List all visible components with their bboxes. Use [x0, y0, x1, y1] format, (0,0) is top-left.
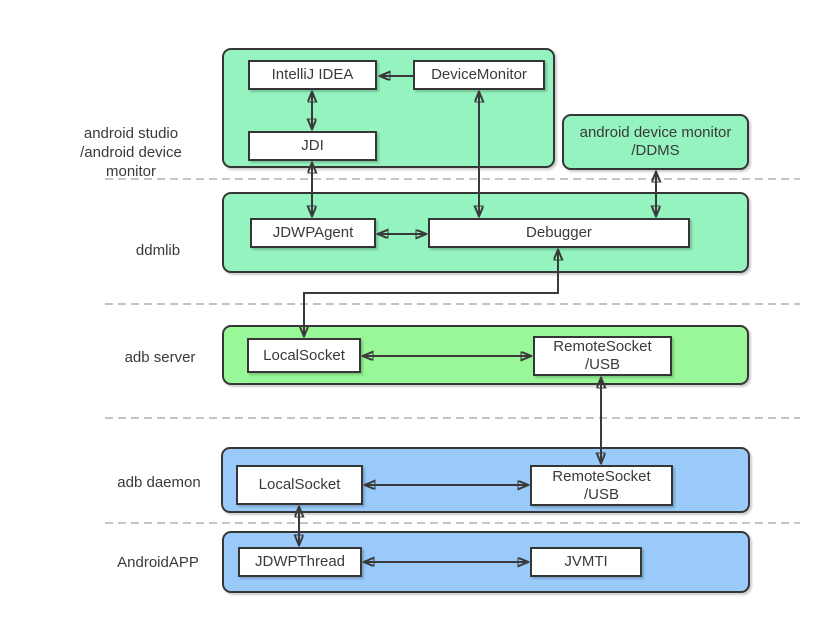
node-localsocket-adb-server: LocalSocket: [247, 338, 361, 373]
arrow-debugger-localsocket-server: [304, 250, 558, 336]
node-jvmti: JVMTI: [530, 547, 642, 577]
layer-label-ddmlib: ddmlib: [135, 242, 181, 259]
node-intellij-idea: IntelliJ IDEA: [248, 60, 377, 90]
layer-label-android-studio: android studio /android device monitor: [80, 125, 182, 180]
node-debugger: Debugger: [428, 218, 690, 248]
node-jdi: JDI: [248, 131, 377, 161]
node-ddms-label: android device monitor /DDMS: [579, 124, 732, 159]
node-devicemonitor: DeviceMonitor: [413, 60, 545, 90]
layer-label-adb-server: adb server: [124, 349, 196, 366]
node-jdwpagent: JDWPAgent: [250, 218, 376, 248]
node-remotesocket-adb-server: RemoteSocket /USB: [533, 336, 672, 376]
layer-label-adb-daemon: adb daemon: [117, 474, 201, 491]
node-jdwpthread: JDWPThread: [238, 547, 362, 577]
layer-label-androidapp: AndroidAPP: [117, 554, 199, 571]
node-remotesocket-adb-daemon: RemoteSocket /USB: [530, 465, 673, 506]
node-ddms: android device monitor /DDMS: [562, 114, 749, 170]
node-localsocket-adb-daemon: LocalSocket: [236, 465, 363, 505]
